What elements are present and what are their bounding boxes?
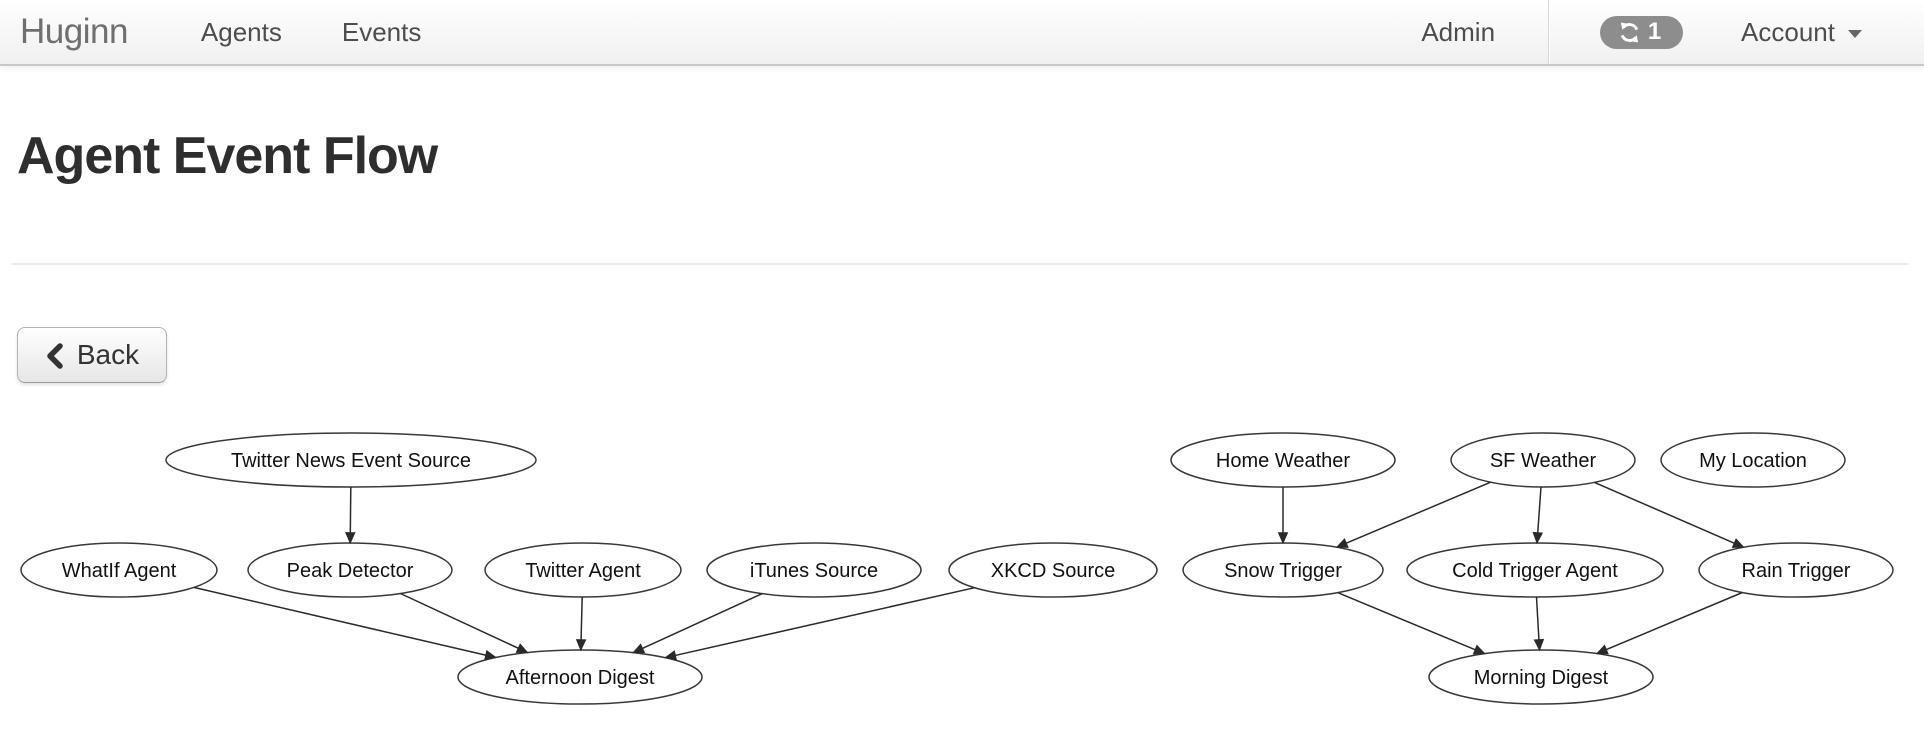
account-dropdown[interactable]: Account [1741,17,1862,48]
graph-node-label: Rain Trigger [1742,560,1851,582]
jobs-count: 1 [1647,18,1662,45]
graph-edge-snow-to-morning [1337,591,1486,655]
graph-edge-sf-to-cold [1532,486,1544,545]
graph-node-label: Cold Trigger Agent [1452,560,1618,582]
graph-node-itunes: iTunes Source [706,542,922,598]
graph-node-cold: Cold Trigger Agent [1406,542,1664,598]
graph-node-label: Twitter News Event Source [231,450,471,472]
graph-node-sf: SF Weather [1450,432,1636,488]
graph-node-my-location: My Location [1660,432,1846,488]
graph-node-label: Home Weather [1216,450,1350,472]
graph-node-label: iTunes Source [750,560,878,582]
graph-edge-peak-to-afternoon [400,592,529,654]
back-button-label: Back [76,339,140,370]
navbar-divider [1548,0,1551,64]
graph-node-xkcd: XKCD Source [948,542,1158,598]
navbar: Huginn Agents Events Admin 1 Ac [0,0,1924,66]
graph-edge-sf-to-rain [1594,481,1745,548]
graph-node-snow: Snow Trigger [1182,542,1384,598]
graph-edge-whatif-to-afternoon [193,586,497,661]
graph-edge-twitter-agent-to-afternoon [575,596,587,652]
graph-node-morning: Morning Digest [1428,649,1654,705]
graph-edge-cold-to-morning [1533,596,1545,652]
chevron-down-icon [1848,30,1862,38]
graph-node-whatif: WhatIf Agent [20,542,218,598]
title-divider [12,263,1908,265]
chevron-left-icon [45,340,65,370]
graph-node-label: XKCD Source [991,560,1116,582]
nav-item-agents[interactable]: Agents [200,16,282,47]
graph-node-label: Morning Digest [1474,667,1609,689]
nav-links: Agents Events [171,0,451,64]
graph-node-twitter-agent: Twitter Agent [484,542,682,598]
graph-node-afternoon: Afternoon Digest [457,649,703,705]
graph-node-rain: Rain Trigger [1698,542,1894,598]
graph-edge-sf-to-snow [1335,481,1491,548]
nav-item-admin[interactable]: Admin [1421,16,1496,47]
graph-node-twitter-news: Twitter News Event Source [165,432,537,488]
graph-edge-twitter-news-to-peak [345,486,356,545]
nav-item-events[interactable]: Events [341,16,422,47]
navbar-right: Admin 1 Account [1421,0,1924,64]
graph-node-label: Snow Trigger [1224,560,1342,582]
graph-node-label: SF Weather [1490,450,1597,472]
page-title: Agent Event Flow [17,127,438,185]
graph-edge-itunes-to-afternoon [632,592,763,654]
graph-node-label: My Location [1699,450,1807,472]
graph-node-label: Twitter Agent [525,560,641,582]
back-button[interactable]: Back [17,327,167,383]
graph-node-label: Afternoon Digest [506,667,655,689]
graph-edge-xkcd-to-afternoon [664,586,975,661]
graph-node-home: Home Weather [1170,432,1396,488]
graph-node-label: WhatIf Agent [62,560,177,582]
graph-edge-rain-to-morning [1595,591,1743,655]
graph-node-label: Peak Detector [287,560,414,582]
brand-link[interactable]: Huginn [20,12,128,51]
account-label: Account [1741,16,1835,47]
graph-node-peak: Peak Detector [247,542,453,598]
refresh-icon [1618,21,1641,44]
jobs-count-badge[interactable]: 1 [1600,15,1684,49]
